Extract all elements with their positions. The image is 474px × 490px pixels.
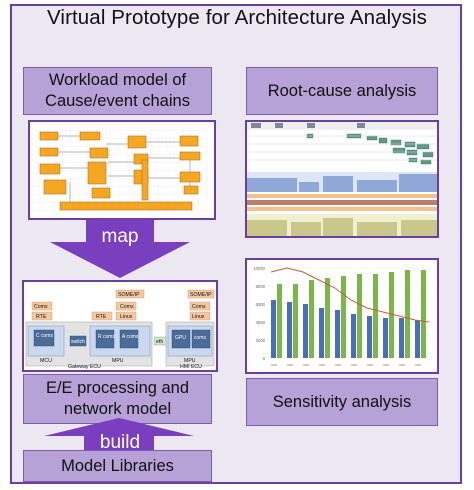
bar-green (293, 284, 298, 358)
bar-green (421, 270, 426, 358)
bar-blue (415, 320, 420, 358)
event-block (179, 171, 201, 183)
svg-text:ooo: ooo (303, 363, 309, 367)
hmi-mpu-label: MPU (184, 358, 196, 364)
someip-label-1: SOME/IP (118, 292, 140, 298)
svg-text:ooo: ooo (271, 363, 277, 367)
eth-label: eth (156, 339, 163, 345)
event-block (133, 153, 149, 165)
coms-label-2: Coms (120, 304, 134, 310)
root-cause-label-text: Root-cause analysis (267, 81, 417, 100)
ee-architecture-diagram: Coms RTE RTE SOME/IP Coms Linux SOME/IP … (24, 282, 216, 370)
ee-label-line1: E/E processing and (45, 379, 190, 397)
event-block (179, 151, 201, 161)
coms-label-3: Coms (192, 304, 206, 310)
coms-label-1: Coms (34, 304, 48, 310)
event-block (39, 163, 61, 175)
y-tick: 2000 (256, 338, 266, 343)
y-tick: 8000 (256, 284, 266, 289)
bar-blue (383, 318, 388, 358)
sensitivity-chart: 10000 8000 6000 4000 2000 0 ooo ooo ooo oo… (247, 260, 437, 372)
c-coms-label: C coms (36, 333, 53, 339)
event-block (87, 161, 107, 185)
someip-label-2: SOME/IP (190, 292, 212, 298)
svg-text:ooo: ooo (351, 363, 357, 367)
event-block (179, 135, 199, 147)
bar-blue (335, 310, 340, 358)
switch-label: switch (71, 339, 85, 345)
build-arrow-label: build (99, 432, 141, 453)
linux-label-2: Linux (192, 314, 205, 320)
timeline-trace-chart (247, 122, 437, 236)
event-block (183, 185, 199, 195)
r-coms-label: R coms (98, 334, 115, 340)
bar-green (309, 280, 314, 358)
event-block (89, 147, 109, 159)
bar-blue (319, 308, 324, 358)
trend-line (270, 267, 430, 323)
bar-blue (351, 314, 356, 358)
map-arrow-label: map (101, 226, 139, 247)
workload-model-label: Workload model of Cause/event chains (23, 67, 212, 115)
bar-green (341, 276, 346, 358)
linux-label-1: Linux (120, 314, 133, 320)
build-arrow (44, 418, 194, 456)
map-arrow (50, 220, 190, 278)
bar-blue (303, 304, 308, 358)
svg-text:ooo: ooo (415, 363, 421, 367)
event-block (43, 179, 67, 195)
y-tick: 10000 (253, 266, 265, 271)
y-tick: 4000 (256, 320, 266, 325)
svg-text:ooo: ooo (319, 363, 325, 367)
ee-network-panel: Coms RTE RTE SOME/IP Coms Linux SOME/IP … (22, 280, 218, 372)
workload-label-line1: Workload model of (48, 71, 187, 89)
model-libraries-text: Model Libraries (61, 456, 174, 475)
svg-text:ooo: ooo (367, 363, 373, 367)
cause-event-chain-diagram (30, 122, 214, 218)
event-block (141, 159, 149, 201)
bar-green (357, 274, 362, 358)
sensitivity-panel: 10000 8000 6000 4000 2000 0 ooo ooo ooo oo… (245, 258, 439, 374)
svg-text:ooo: ooo (287, 363, 293, 367)
hmi-ecu-label: HMI ECU (180, 364, 202, 370)
bar-blue (271, 300, 276, 358)
mcu-label: MCU (40, 358, 52, 364)
svg-text:ooo: ooo (383, 363, 389, 367)
bar-green (389, 272, 394, 358)
event-block (91, 187, 111, 199)
y-tick: 6000 (256, 302, 266, 307)
workload-label-line2: Cause/event chains (45, 92, 190, 110)
sensitivity-analysis-label: Sensitivity analysis (246, 378, 438, 426)
ee-label-line2: network model (63, 400, 172, 418)
event-block (39, 131, 59, 141)
bar-green (373, 274, 378, 358)
rte-label-2: RTE (96, 314, 107, 320)
sensitivity-label-text: Sensitivity analysis (272, 392, 412, 411)
gateway-ecu-label: Gateway ECU (68, 364, 101, 370)
gpu-label: GPU (175, 335, 186, 341)
bar-blue (367, 316, 372, 358)
root-cause-panel (245, 120, 439, 238)
a-coms-label: A coms (122, 334, 139, 340)
event-block (39, 147, 59, 157)
bar-green (277, 284, 282, 358)
svg-text:ooo: ooo (335, 363, 341, 367)
hmi-coms-label: coms (194, 335, 206, 341)
event-block (79, 131, 101, 141)
workload-model-panel (28, 120, 216, 220)
bar-blue (399, 318, 404, 358)
ee-processing-label: E/E processing and network model (23, 374, 212, 424)
diagram-title: Virtual Prototype for Architecture Analy… (47, 6, 427, 29)
model-libraries-label: Model Libraries (23, 450, 212, 482)
rte-label-1: RTE (36, 314, 47, 320)
root-cause-analysis-label: Root-cause analysis (246, 67, 438, 115)
bar-green (405, 270, 410, 358)
svg-text:ooo: ooo (399, 363, 405, 367)
bar-green (325, 278, 330, 358)
event-block (59, 201, 193, 211)
bar-blue (287, 302, 292, 358)
y-tick: 0 (263, 356, 266, 361)
mpu-label: MPU (112, 358, 124, 364)
event-block (127, 135, 147, 149)
